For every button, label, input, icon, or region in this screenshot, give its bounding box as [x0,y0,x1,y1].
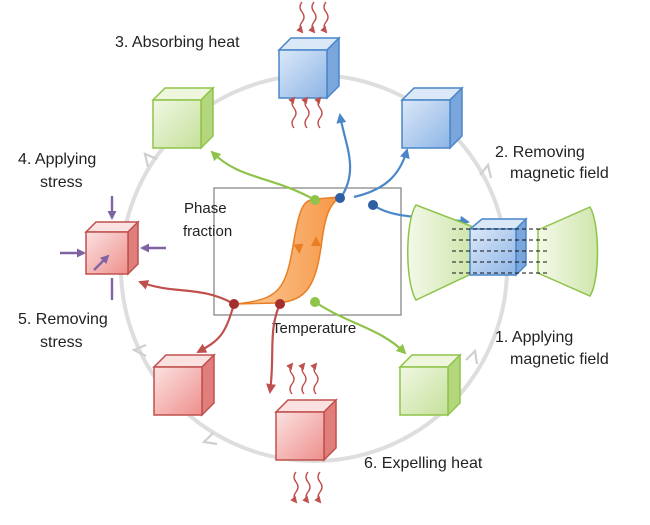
arrow-green-to-top-left [210,150,316,201]
step-1-label-line2: magnetic field [510,351,609,368]
loop-arrows [293,236,321,254]
magnet-assembly [407,204,599,301]
step-1-label-line1: 1. Applying [495,329,573,346]
cube-blue-in-field [467,217,528,277]
step-5-label-line1: 5. Removing [18,311,108,328]
cube-red-bottom-left [152,353,216,417]
step-4-label-line1: 4. Applying [18,151,96,168]
step-3-label: 3. Absorbing heat [115,34,240,51]
arrow-green-to-bottom-right [314,301,407,355]
arrow-blue-to-right-top [353,148,410,199]
step-4-label-line2: stress [40,174,83,191]
magnet-left-pole [407,204,472,301]
heat-waves-bottom [286,362,323,504]
heat-waves-top [288,1,329,129]
step-2-label-line2: magnetic field [510,165,609,182]
cube-red-bottom [274,398,338,462]
ring-direction-arrows [131,152,493,446]
cube-blue-top [277,36,341,100]
cube-green-top-left [151,86,215,150]
arrow-red-to-left [138,280,235,305]
plot-ylabel-line1: Phase [184,200,227,217]
plot-xlabel: Temperature [272,320,356,337]
arrow-red-to-bottom [266,303,281,394]
plot-ylabel-line2: fraction [183,223,232,240]
hysteresis-loop [233,196,343,305]
stress-arrows [60,196,166,300]
cube-green-bottom-right [398,353,462,417]
cube-red-stressed [84,220,140,276]
state-dots [229,193,378,309]
arrow-red-to-bottom-left [196,303,236,353]
cube-blue-right-top [400,86,464,150]
step-2-label-line1: 2. Removing [495,144,585,161]
step-5-label-line2: stress [40,334,83,351]
plot-frame [213,187,402,316]
magnet-right-pole [537,206,599,297]
step-6-label: 6. Expelling heat [364,455,483,472]
arrow-blue-to-top [336,113,352,200]
field-lines [452,228,548,274]
